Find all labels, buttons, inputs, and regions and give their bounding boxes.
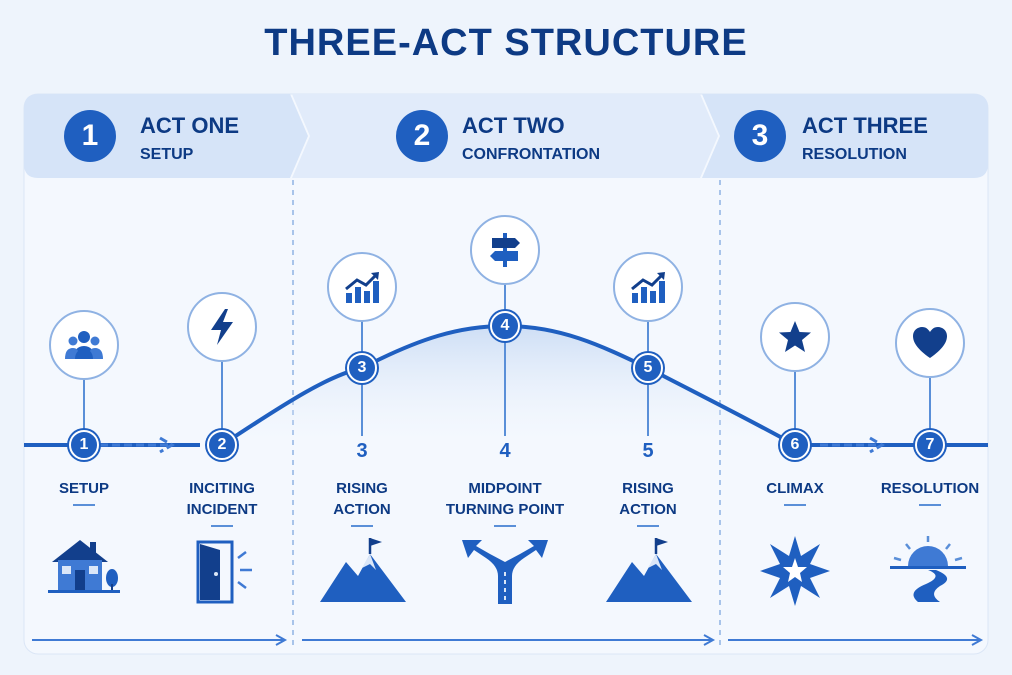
stage-label-3: RISING ACTION (292, 478, 432, 520)
house-icon (48, 540, 120, 593)
stage-underline-1 (73, 504, 95, 506)
arc-node-3: 3 (347, 353, 377, 383)
act-two-arrow (302, 634, 716, 646)
act-three-number: 3 (734, 110, 786, 162)
stage-underline-6 (784, 504, 806, 506)
stage-label-5-line1: RISING (622, 480, 674, 497)
stage-label-4-line2: TURNING POINT (445, 501, 565, 518)
act-one-subtitle: SETUP (140, 146, 194, 163)
heart-icon (913, 327, 947, 358)
stage-label-3-line2: ACTION (333, 501, 391, 518)
rising-chart-icon (631, 272, 665, 303)
act-three-subtitle: RESOLUTION (802, 146, 907, 163)
star-icon (779, 321, 811, 352)
stage-node-5: 5 (642, 439, 654, 462)
stage-label-2-line2: INCIDENT (186, 501, 258, 518)
stage-node-4: 4 (499, 439, 511, 462)
stage-node-7: 7 (915, 430, 945, 460)
sunrise-road-icon (890, 536, 966, 602)
act-three-arrow (728, 634, 984, 646)
act-three-name: ACT THREE (802, 113, 928, 138)
open-door-icon (196, 540, 252, 604)
timeline-arrow-1 (100, 436, 175, 454)
bubble-rising-action-1 (327, 252, 397, 322)
act-one-name: ACT ONE (140, 113, 239, 138)
mountain-flag-icon (320, 538, 406, 602)
rising-chart-icon (345, 272, 379, 303)
stage-node-3: 3 (356, 439, 368, 462)
arc-shading (222, 326, 795, 445)
arc-node-4: 4 (490, 311, 520, 341)
split-road-icon (462, 540, 548, 604)
stage-label-5: RISING ACTION (578, 478, 718, 520)
stage-node-2: 2 (207, 430, 237, 460)
stage-label-1: SETUP (14, 478, 154, 499)
stage-node-1: 1 (69, 430, 99, 460)
arc-node-5: 5 (633, 353, 663, 383)
page-title: THREE-ACT STRUCTURE (264, 22, 748, 64)
act-two-number: 2 (396, 110, 448, 162)
act-one-number: 1 (64, 110, 116, 162)
bubble-rising-action-2 (613, 252, 683, 322)
stage-label-6: CLIMAX (725, 478, 865, 499)
stage-label-4: MIDPOINT TURNING POINT (435, 478, 575, 520)
people-icon (65, 331, 103, 359)
stage-label-4-line1: MIDPOINT (468, 480, 542, 497)
stage-underline-4 (494, 525, 516, 527)
bubble-climax (760, 302, 830, 372)
bubble-inciting-incident (187, 292, 257, 362)
stage-label-7: RESOLUTION (860, 478, 1000, 499)
act-one-arrow (32, 634, 288, 646)
stage-node-6: 6 (780, 430, 810, 460)
stage-underline-5 (637, 525, 659, 527)
bubble-midpoint (470, 215, 540, 285)
bubble-resolution (895, 308, 965, 378)
stage-label-3-line1: RISING (336, 480, 388, 497)
stage-label-1-line1: SETUP (58, 480, 109, 497)
timeline-arrow-2 (820, 436, 885, 454)
stage-label-6-line1: CLIMAX (766, 480, 824, 497)
lightning-icon (211, 309, 233, 345)
stage-underline-7 (919, 504, 941, 506)
stage-label-5-line2: ACTION (619, 501, 677, 518)
stage-label-2: INCITING INCIDENT (152, 478, 292, 520)
stage-label-2-line1: INCITING (189, 480, 255, 497)
stage-underline-3 (351, 525, 373, 527)
mountain-flag-icon (606, 538, 692, 602)
signpost-icon (490, 233, 520, 267)
burst-icon (760, 536, 830, 606)
connectors (83, 283, 931, 436)
act-two-header (292, 94, 718, 178)
act-two-name: ACT TWO (462, 113, 565, 138)
bubble-setup (49, 310, 119, 380)
act-two-subtitle: CONFRONTATION (462, 146, 601, 163)
act-arrows (32, 634, 984, 646)
stage-label-7-line1: RESOLUTION (880, 480, 980, 497)
stage-underline-2 (211, 525, 233, 527)
